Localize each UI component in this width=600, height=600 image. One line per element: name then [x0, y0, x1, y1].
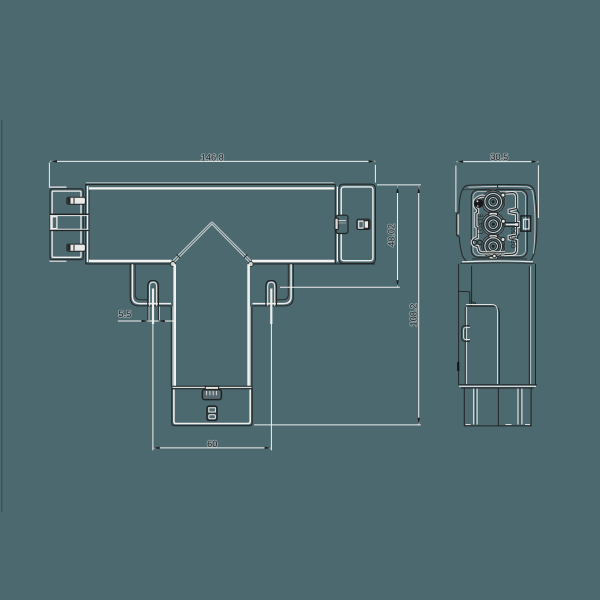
svg-text:146.8: 146.8	[201, 152, 224, 162]
svg-text:5.5: 5.5	[118, 309, 131, 319]
svg-text:OBO50: OBO50	[511, 227, 517, 249]
svg-text:108.2: 108.2	[408, 304, 418, 327]
svg-text:30.5: 30.5	[490, 152, 508, 162]
svg-text:108.2: 108.2	[408, 304, 418, 327]
svg-text:48.02: 48.02	[387, 224, 397, 247]
svg-text:146.8: 146.8	[201, 152, 224, 162]
svg-text:60: 60	[207, 439, 217, 449]
svg-text:60: 60	[207, 439, 217, 449]
svg-text:30.5: 30.5	[490, 152, 508, 162]
svg-text:5.5: 5.5	[118, 309, 131, 319]
svg-text:LOYTE: LOYTE	[479, 213, 485, 234]
svg-text:48.02: 48.02	[387, 224, 397, 247]
